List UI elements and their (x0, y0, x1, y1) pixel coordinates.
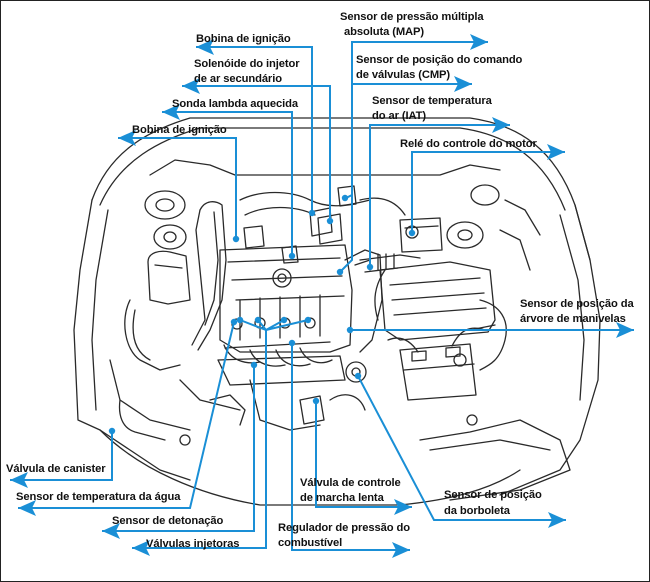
label-sonda-lambda: Sonda lambda aquecida (172, 98, 298, 110)
leader-bobina-ignicao-2 (118, 137, 237, 238)
label-borboleta-line2: da borboleta (444, 505, 510, 517)
label-iat-line2: do ar (IAT) (372, 110, 427, 122)
tail-marcha-lenta (394, 499, 412, 515)
tail-sonda-lambda (162, 104, 180, 120)
leader-regulador (291, 344, 410, 551)
leader-marcha-lenta (315, 402, 412, 508)
label-regulador-line1: Regulador de pressão do (278, 522, 410, 534)
label-cmp-line1: Sensor de posição do comando (356, 54, 523, 66)
callout-leaders (10, 41, 634, 551)
tail-bobina-ignicao-1 (196, 39, 214, 55)
leader-rele-motor (411, 151, 565, 232)
relay-box (399, 217, 443, 253)
label-solenoide-line2: de ar secundário (194, 73, 282, 85)
label-injetoras: Válvulas injetoras (146, 538, 240, 550)
label-borboleta-line1: Sensor de posição (444, 489, 542, 501)
leader-bobina-ignicao-1 (196, 46, 313, 212)
callout-tails (10, 34, 634, 558)
tail-ckp-sensor (616, 322, 634, 338)
tail-solenoide (182, 78, 200, 94)
tail-borboleta (548, 512, 566, 528)
left-fender (73, 199, 191, 481)
hood-outline (91, 117, 591, 261)
tail-detonacao (102, 523, 120, 539)
leader-borboleta (357, 375, 566, 521)
tail-rele-motor (547, 144, 565, 160)
label-marcha-lenta-line2: de marcha lenta (300, 492, 384, 504)
tail-iat-sensor (492, 117, 510, 133)
tail-canister (10, 472, 28, 488)
leader-end-dots (108, 194, 416, 435)
tail-cmp-sensor (454, 76, 472, 92)
label-map-line2: absoluta (MAP) (344, 26, 425, 38)
label-detonacao: Sensor de detonação (112, 515, 224, 527)
tail-map-sensor (470, 34, 488, 50)
intake-manifold (223, 344, 333, 367)
label-iat-line1: Sensor de temperatura (372, 95, 492, 107)
front-bumper (99, 429, 521, 506)
tail-injetoras (132, 540, 150, 556)
label-solenoide-line1: Solenóide do injetor (194, 58, 300, 70)
tail-bobina-ignicao-2 (118, 130, 136, 146)
engine-block (219, 244, 353, 353)
label-canister: Válvula de canister (6, 463, 106, 475)
label-marcha-lenta-line1: Válvula de controle (300, 477, 401, 489)
leader-sonda-lambda (162, 111, 293, 255)
leader-detonacao (102, 366, 255, 532)
label-temp-agua: Sensor de temperatura da água (16, 491, 181, 503)
tail-temp-agua (18, 500, 36, 516)
coolant-reservoir (147, 250, 191, 305)
right-fender (499, 204, 601, 496)
label-ckp-line1: Sensor de posição da (520, 298, 634, 310)
leader-solenoide (182, 85, 331, 220)
label-ckp-line2: árvore de manivelas (520, 313, 626, 325)
leader-cmp-sensor (339, 83, 472, 273)
label-bobina-ignicao-2: Bobina de ignição (132, 124, 227, 136)
leader-canister (10, 432, 113, 481)
leader-injetoras (132, 330, 267, 549)
label-cmp-line2: de válvulas (CMP) (356, 69, 451, 81)
leader-iat-sensor (369, 124, 510, 266)
tail-regulador (392, 542, 410, 558)
label-rele-motor: Relé do controle do motor (400, 138, 537, 150)
leader-temp-agua (18, 321, 235, 509)
label-bobina-ignicao-1: Bobina de ignição (196, 33, 291, 45)
label-regulador-line2: combustível (278, 537, 343, 549)
battery (399, 343, 477, 401)
engine-drawing (73, 117, 601, 506)
label-map-line1: Sensor de pressão múltipla (340, 11, 484, 23)
hood-edge (99, 127, 566, 211)
